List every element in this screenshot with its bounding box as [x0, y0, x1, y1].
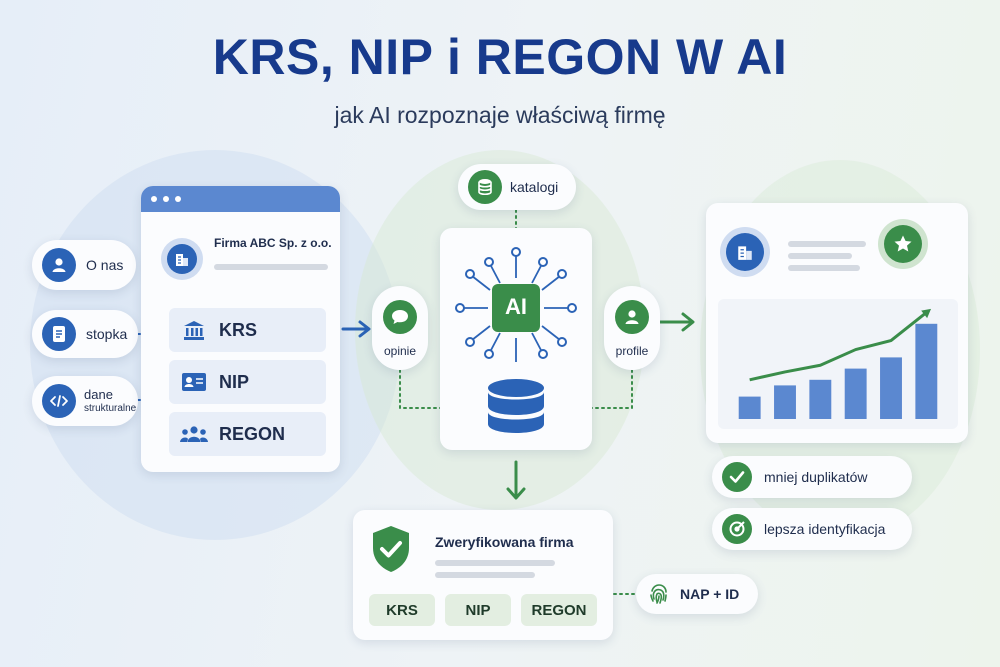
source-stopka: stopka [32, 310, 138, 358]
document-icon [42, 317, 76, 351]
page-subtitle: jak AI rozpoznaje właściwą firmę [334, 102, 666, 128]
result-line-1 [788, 241, 866, 247]
group-icon [169, 424, 219, 444]
browser-titlebar [141, 186, 340, 212]
ai-engine-card: AI [440, 228, 592, 450]
source-katalogi-label: katalogi [510, 179, 559, 195]
source-opinie-label: opinie [383, 344, 417, 358]
source-katalogi: katalogi [458, 164, 576, 210]
chart-bar [809, 379, 832, 419]
user-icon [42, 248, 76, 282]
verified-tag-krs: KRS [369, 594, 435, 626]
company-row-regon: REGON [169, 412, 326, 456]
result-card [706, 203, 968, 443]
verified-line-1 [435, 560, 555, 566]
id-card-icon [169, 372, 219, 392]
source-profile-label: profile [615, 344, 649, 358]
chart-trend-arrowhead [921, 308, 932, 319]
source-o-nas-label: O nas [86, 257, 124, 273]
verified-card: Zweryfikowana firma KRS NIP REGON [353, 510, 613, 640]
chat-icon [383, 300, 417, 334]
source-o-nas: O nas [32, 240, 136, 290]
fingerprint-icon [646, 581, 672, 607]
verified-tag-regon: REGON [521, 594, 597, 626]
benefit-mniej-label: mniej duplikatów [764, 469, 868, 485]
shield-check-icon [373, 526, 409, 572]
benefit-mniej-duplikatow: mniej duplikatów [712, 456, 912, 498]
star-badge-icon [878, 219, 928, 269]
source-dane-label: dane [84, 387, 113, 403]
page-title: KRS, NIP i REGON W AI [212, 29, 788, 85]
source-profile: profile [604, 286, 660, 370]
chart-bar [738, 396, 761, 419]
target-icon [722, 514, 752, 544]
chart-bar [880, 357, 902, 419]
benefit-lepsza-label: lepsza identyfikacja [764, 521, 886, 537]
company-row-regon-label: REGON [219, 423, 286, 444]
ai-network-icon [455, 247, 577, 433]
database-icon [468, 170, 502, 204]
verified-line-2 [435, 572, 535, 578]
source-strukturalne-label: strukturalne [84, 402, 137, 414]
arrow-to-ai [341, 320, 371, 338]
building-icon-result [720, 227, 770, 277]
chart-bar [774, 385, 796, 419]
verified-title: Zweryfikowana firma [435, 534, 574, 550]
verified-tag-nip: NIP [445, 594, 511, 626]
company-row-krs: KRS [169, 308, 326, 352]
source-dane-strukturalne: dane strukturalne [32, 376, 138, 426]
institution-icon [169, 319, 219, 341]
chart-panel [718, 299, 958, 429]
ai-label: AI [505, 294, 527, 319]
company-row-krs-label: KRS [219, 319, 258, 340]
chart-bar [915, 323, 938, 419]
code-icon [42, 384, 76, 418]
arrow-to-chart [658, 312, 695, 332]
building-icon [161, 238, 203, 280]
company-placeholder-line [214, 264, 328, 270]
nap-id-pill: NAP + ID [636, 574, 758, 614]
company-row-nip: NIP [169, 360, 326, 404]
source-opinie: opinie [372, 286, 428, 370]
nap-id-label: NAP + ID [680, 586, 740, 602]
check-icon [722, 462, 752, 492]
result-line-3 [788, 265, 860, 271]
database-stack-icon [488, 379, 544, 433]
source-stopka-label: stopka [86, 326, 128, 342]
arrow-down [506, 460, 526, 500]
chart-trend-line [749, 311, 928, 382]
benefit-lepsza-identyfikacja: lepsza identyfikacja [712, 508, 912, 550]
company-row-nip-label: NIP [219, 371, 250, 392]
profile-icon [615, 300, 649, 334]
company-name: Firma ABC Sp. z o.o. [214, 236, 332, 250]
company-card: Firma ABC Sp. z o.o. KRS NIP REGON [141, 186, 340, 472]
result-line-2 [788, 253, 852, 259]
chart-bar [844, 368, 867, 419]
chart [738, 308, 938, 419]
